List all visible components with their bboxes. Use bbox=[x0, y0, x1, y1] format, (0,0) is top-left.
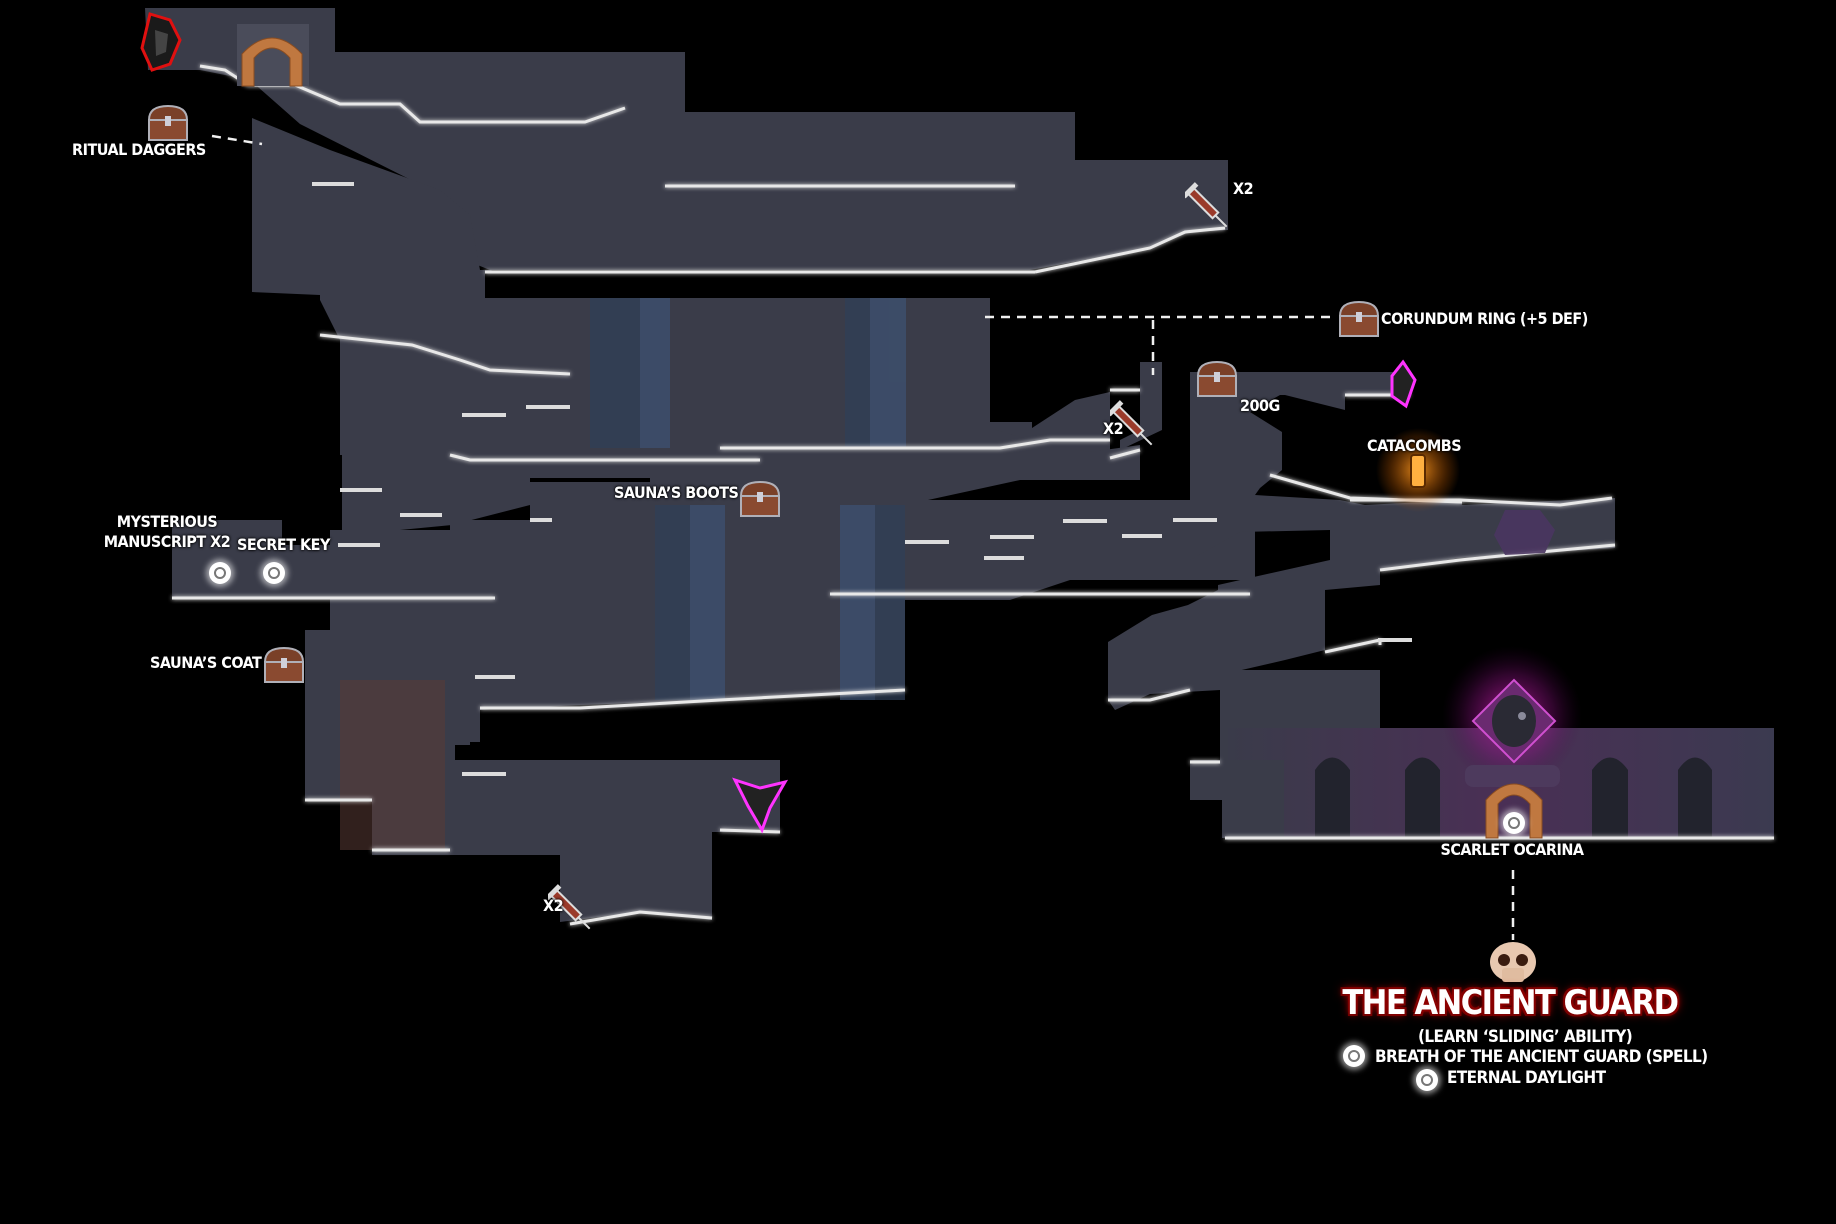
waterfalls bbox=[590, 298, 906, 700]
label-saunas-boots: SAUNA’S BOOTS bbox=[614, 483, 739, 502]
syringe-icon-mid[interactable] bbox=[1110, 396, 1158, 458]
skull-icon bbox=[1490, 942, 1536, 982]
room-corundum-shaft bbox=[1120, 362, 1162, 450]
orb-icon-scarlet-ocarina[interactable] bbox=[1503, 812, 1525, 834]
dashed-connectors bbox=[211, 134, 1515, 940]
room-middle-band bbox=[342, 372, 1140, 535]
door-arch-icon[interactable] bbox=[237, 24, 309, 87]
save-crystal-icon-magenta[interactable] bbox=[1390, 359, 1417, 409]
label-saunas-coat: SAUNA’S COAT bbox=[150, 653, 262, 672]
syringe-icon-top[interactable] bbox=[1185, 178, 1233, 240]
boss-reward-breath: BREATH OF THE ANCIENT GUARD (SPELL) bbox=[1375, 1047, 1708, 1067]
orb-icon-manuscript[interactable] bbox=[209, 562, 231, 584]
label-200g: 200G bbox=[1240, 396, 1280, 415]
orb-icon-breath[interactable] bbox=[1343, 1045, 1365, 1067]
boss-subtitle: (LEARN ‘SLIDING’ ABILITY) bbox=[1418, 1027, 1633, 1047]
floor-edges bbox=[172, 64, 1774, 926]
save-crystal-icon-magenta-lower[interactable] bbox=[732, 777, 789, 834]
boss-name: THE ANCIENT GUARD bbox=[1342, 983, 1679, 1023]
label-mysterious-manuscript-1: MYSTERIOUS bbox=[116, 512, 218, 531]
label-scarlet-ocarina: SCARLET OCARINA bbox=[1440, 840, 1584, 859]
label-x2-bottom: X2 bbox=[543, 896, 564, 915]
platforms bbox=[312, 182, 1412, 776]
room-right-cluster bbox=[1108, 372, 1615, 710]
orb-icon-eternal-daylight[interactable] bbox=[1416, 1069, 1438, 1091]
label-mysterious-manuscript-2: MANUSCRIPT X2 bbox=[103, 532, 231, 551]
room-lower-band bbox=[330, 460, 1255, 742]
syringe-icon-bottom[interactable] bbox=[548, 880, 596, 942]
purple-stone bbox=[1494, 510, 1555, 555]
boss-statues bbox=[1315, 757, 1712, 838]
orb-icon-secret-key[interactable] bbox=[263, 562, 285, 584]
label-catacombs: CATACOMBS bbox=[1367, 436, 1462, 455]
chest-icon-saunas-coat[interactable] bbox=[262, 646, 306, 684]
room-boss-entry bbox=[1222, 760, 1284, 838]
rust-patch bbox=[340, 680, 445, 850]
save-crystal-icon-red[interactable] bbox=[140, 12, 182, 72]
label-ritual-daggers: RITUAL DAGGERS bbox=[72, 140, 206, 159]
rooms bbox=[145, 8, 1615, 922]
lantern-icon[interactable] bbox=[1376, 428, 1460, 512]
boss-portrait-icon[interactable] bbox=[1471, 678, 1557, 764]
label-x2-top: X2 bbox=[1233, 179, 1254, 198]
chest-icon-corundum-ring[interactable] bbox=[1337, 300, 1381, 338]
chest-icon-saunas-boots[interactable] bbox=[738, 480, 782, 518]
boss-reward-eternal-daylight: ETERNAL DAYLIGHT bbox=[1447, 1068, 1606, 1088]
label-secret-key: SECRET KEY bbox=[237, 535, 330, 554]
label-x2-mid: X2 bbox=[1103, 419, 1124, 438]
label-corundum-ring: CORUNDUM RING (+5 DEF) bbox=[1381, 309, 1588, 328]
boss-door-arch-icon[interactable] bbox=[1485, 783, 1543, 839]
chest-icon-ritual-daggers[interactable] bbox=[146, 104, 190, 142]
chest-icon-200g[interactable] bbox=[1195, 360, 1239, 398]
